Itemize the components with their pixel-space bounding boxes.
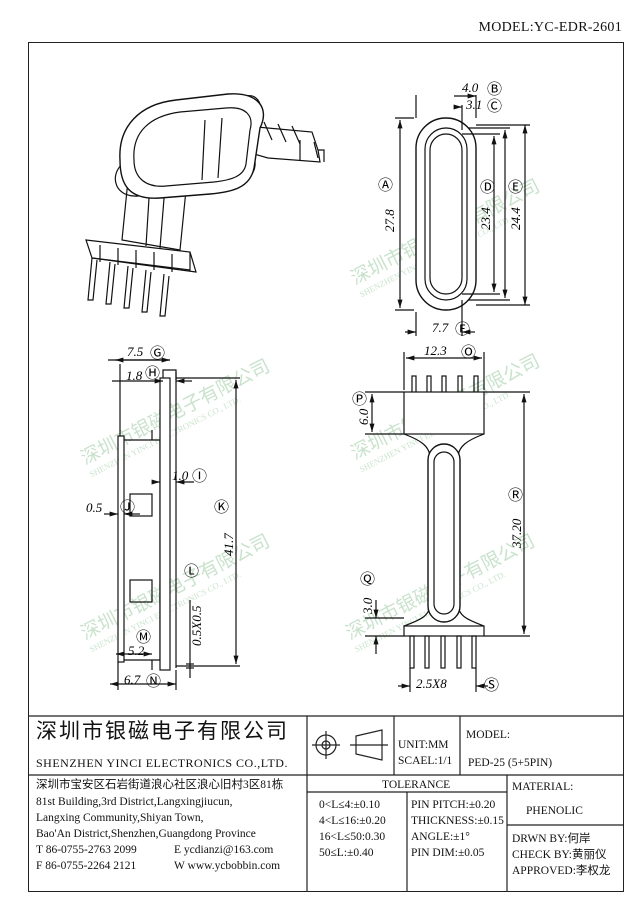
tolerance-left-2: 4<L≤16:±0.20 [319, 815, 386, 827]
dim-l-value: 0.5X0.5 [189, 605, 204, 646]
dim-b-value: 4.0 [462, 80, 479, 95]
email: E ycdianzi@163.com [174, 844, 274, 856]
approved-by: APPROVED:李权龙 [512, 865, 611, 877]
dim-q-value: 3.0 [360, 597, 375, 615]
marker-m: Ⓜ [136, 629, 151, 646]
dim-c-value: 3.1 [465, 97, 482, 112]
marker-i: Ⓘ [192, 468, 207, 485]
tolerance-right-3: ANGLE:±1° [411, 831, 470, 843]
marker-l: Ⓛ [184, 563, 199, 580]
dim-m-value: 5.2 [128, 643, 145, 658]
svg-text:深圳市银磁电子有限公司: 深圳市银磁电子有限公司 [77, 530, 273, 644]
marker-f: Ⓕ [455, 321, 470, 338]
dim-e-value: 24.4 [508, 207, 523, 230]
title-block-grid [28, 715, 624, 892]
side-view [104, 357, 240, 690]
iso-pins [87, 257, 170, 317]
dim-j-value: 0.5 [86, 500, 103, 515]
front-view-bottom-labels: 12.3 Ⓞ Ⓟ 6.0 Ⓡ 37.20 Ⓠ 3.0 2.5X8 Ⓢ [352, 343, 524, 694]
model-value: PED-25 (5+5PIN) [468, 757, 553, 769]
marker-p: Ⓟ [352, 391, 367, 408]
address-en-line-3: Bao'An District,Shenzhen,Guangdong Provi… [36, 828, 256, 840]
dim-d-value: 23.4 [478, 207, 493, 230]
scale-label: SCAEL:1/1 [398, 755, 453, 767]
drawing-frame [28, 42, 624, 892]
tolerance-right-1: PIN PITCH:±0.20 [411, 799, 496, 811]
website[interactable]: W www.ycbobbin.com [174, 860, 281, 872]
marker-s: Ⓢ [484, 677, 499, 694]
front-view-top-labels: 4.0 Ⓑ 3.1 Ⓒ Ⓐ 27.8 Ⓓ 23.4 Ⓔ 24.4 7.7 Ⓕ [378, 80, 523, 338]
tolerance-left-3: 16<L≤50:0.30 [319, 831, 386, 843]
marker-h: Ⓗ [145, 365, 160, 382]
model-label: MODEL: [466, 729, 511, 741]
company-name-en: SHENZHEN YINCI ELECTRONICS CO.,LTD. [36, 756, 288, 770]
marker-j: Ⓙ [120, 499, 135, 516]
material-label: MATERIAL: [512, 781, 574, 793]
marker-r: Ⓡ [508, 487, 523, 504]
dim-o-value: 12.3 [424, 343, 447, 358]
marker-g: Ⓖ [150, 345, 165, 362]
marker-k: Ⓚ [214, 499, 229, 516]
material-value: PHENOLIC [526, 805, 583, 817]
dim-r-value: 37.20 [509, 518, 524, 549]
phone: T 86-0755-2763 2099 [36, 844, 137, 856]
tolerance-left-1: 0<L≤4:±0.10 [319, 799, 380, 811]
marker-c: Ⓒ [487, 98, 502, 115]
unit-label: UNIT:MM [398, 739, 449, 751]
marker-d: Ⓓ [480, 179, 495, 196]
bottom-pins [409, 635, 477, 669]
company-name-cn: 深圳市银磁电子有限公司 [36, 719, 289, 743]
front-view-bottom [365, 352, 530, 692]
dim-h-value: 1.8 [126, 368, 143, 383]
tolerance-left-4: 50≤L:±0.40 [319, 847, 374, 859]
dim-a-value: 27.8 [382, 209, 397, 232]
marker-e: Ⓔ [508, 179, 523, 196]
dim-g-value: 7.5 [127, 344, 144, 359]
fax: F 86-0755-2264 2121 [36, 860, 137, 872]
dim-f-value: 7.7 [432, 320, 449, 335]
front-view-top [395, 93, 530, 336]
title-block: 深圳市银磁电子有限公司 SHENZHEN YINCI ELECTRONICS C… [28, 716, 624, 892]
address-en-line-2: Langxing Community,Shiyan Town, [36, 812, 204, 824]
address-cn: 深圳市宝安区石岩街道浪心社区浪心旧村3区81栋 [36, 779, 284, 791]
tolerance-right-2: THICKNESS:±0.15 [411, 815, 504, 827]
isometric-view [85, 93, 325, 317]
side-view-labels: 7.5 Ⓖ 1.8 Ⓗ 1.0 Ⓘ 0.5 Ⓙ Ⓚ 41.7 Ⓛ 0.5X0.5… [86, 344, 236, 690]
dim-p-value: 6.0 [356, 408, 371, 425]
marker-n: Ⓝ [146, 673, 161, 690]
model-tag: MODEL:YC-EDR-2601 [478, 20, 622, 35]
address-en-line-1: 81st Building,3rd District,Langxingjiucu… [36, 796, 233, 808]
dim-k-value: 41.7 [221, 533, 236, 556]
watermark-2: 深圳市银磁电子有限公司 SHENZHEN YINCI ELECTRONICS C… [77, 355, 273, 479]
dim-n-value: 6.7 [124, 672, 141, 687]
marker-q: Ⓠ [360, 571, 375, 588]
dim-s-value: 2.5X8 [416, 676, 447, 691]
watermark-4: 深圳市银磁电子有限公司 SHENZHEN YINCI ELECTRONICS C… [77, 530, 273, 654]
marker-a: Ⓐ [378, 177, 393, 194]
marker-o: Ⓞ [461, 344, 476, 361]
marker-b: Ⓑ [487, 81, 502, 98]
checked-by: CHECK BY:黄丽仪 [512, 849, 607, 861]
svg-text:深圳市银磁电子有限公司: 深圳市银磁电子有限公司 [77, 355, 273, 469]
dim-i-value: 1.0 [172, 468, 189, 483]
tolerance-right-4: PIN DIM:±0.05 [411, 847, 485, 859]
drawn-by: DRWN BY:何岸 [512, 833, 591, 845]
tolerance-title: TOLERANCE [382, 779, 451, 791]
